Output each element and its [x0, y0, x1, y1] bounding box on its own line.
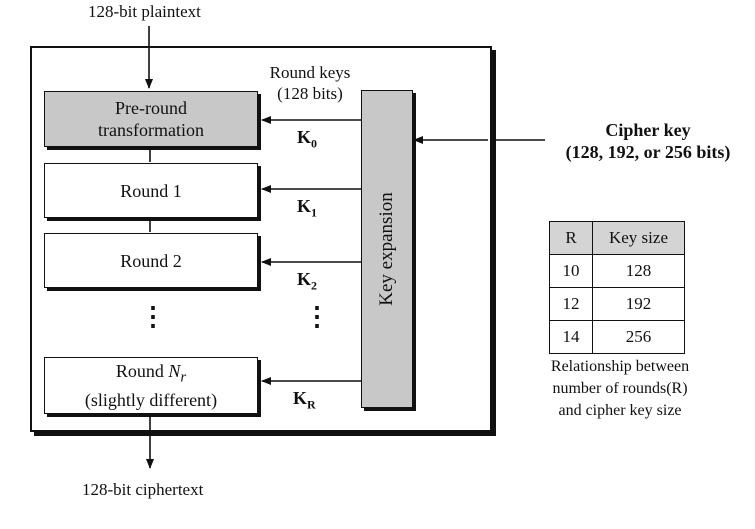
- kr-label: KR: [293, 388, 316, 412]
- table-header-cell: Key size: [592, 221, 685, 255]
- table-header-cell: R: [549, 221, 593, 255]
- k0-label: K0: [297, 127, 318, 151]
- round-2-label: Round 2: [120, 250, 182, 271]
- round-nr-box: Round Nr (slightly different): [44, 357, 258, 414]
- table-row: 12 192: [549, 287, 685, 321]
- table-cell: 192: [592, 287, 685, 321]
- plaintext-label: 128-bit plaintext: [88, 2, 201, 21]
- table-cell: 12: [549, 287, 593, 321]
- round-nr-line1: Round Nr: [116, 360, 186, 389]
- table-caption: Relationship between number of rounds(R)…: [530, 356, 710, 422]
- caption-line2: number of rounds(R): [552, 380, 688, 397]
- round-nr-sub: r: [180, 369, 187, 386]
- round-2-box: Round 2: [44, 233, 258, 288]
- cipher-key-line1: Cipher key: [605, 120, 691, 140]
- caption-line3: and cipher key size: [558, 402, 682, 419]
- cipher-key-line2: (128, 192, or 256 bits): [565, 142, 731, 162]
- table-cell: 10: [549, 254, 593, 288]
- rounds-ellipsis: ⋮: [140, 302, 166, 331]
- table-cell: 14: [549, 320, 593, 354]
- caption-line1: Relationship between: [550, 358, 690, 375]
- key-expansion-box: Key expansion: [361, 90, 413, 408]
- round-keys-line1: Round keys: [269, 63, 351, 82]
- pre-round-line2: transformation: [98, 120, 204, 140]
- ciphertext-label: 128-bit ciphertext: [82, 480, 204, 499]
- round-nr-prefix: Round: [115, 361, 169, 382]
- round-nr-var: N: [168, 361, 181, 382]
- k1-label: K1: [297, 196, 318, 220]
- cipher-key-label: Cipher key (128, 192, or 256 bits): [548, 119, 748, 163]
- k2-label: K2: [297, 269, 318, 293]
- round-1-label: Round 1: [120, 180, 182, 201]
- pre-round-line1: Pre-round: [115, 98, 187, 118]
- pre-round-box: Pre-round transformation: [44, 91, 258, 147]
- table-row: 10 128: [549, 254, 685, 288]
- keys-ellipsis: ⋮: [304, 302, 330, 331]
- key-expansion-label: Key expansion: [376, 192, 397, 306]
- table-cell: 256: [592, 320, 685, 354]
- round-1-box: Round 1: [44, 163, 258, 218]
- table-cell: 128: [592, 254, 685, 288]
- round-nr-line2: (slightly different): [84, 389, 218, 410]
- table-row: 14 256: [549, 320, 685, 354]
- round-keys-label: Round keys (128 bits): [262, 62, 358, 104]
- round-keys-line2: (128 bits): [277, 84, 343, 103]
- table-header-row: R Key size: [549, 221, 685, 255]
- rounds-table: R Key size 10 128 12 192 14 256: [549, 221, 685, 354]
